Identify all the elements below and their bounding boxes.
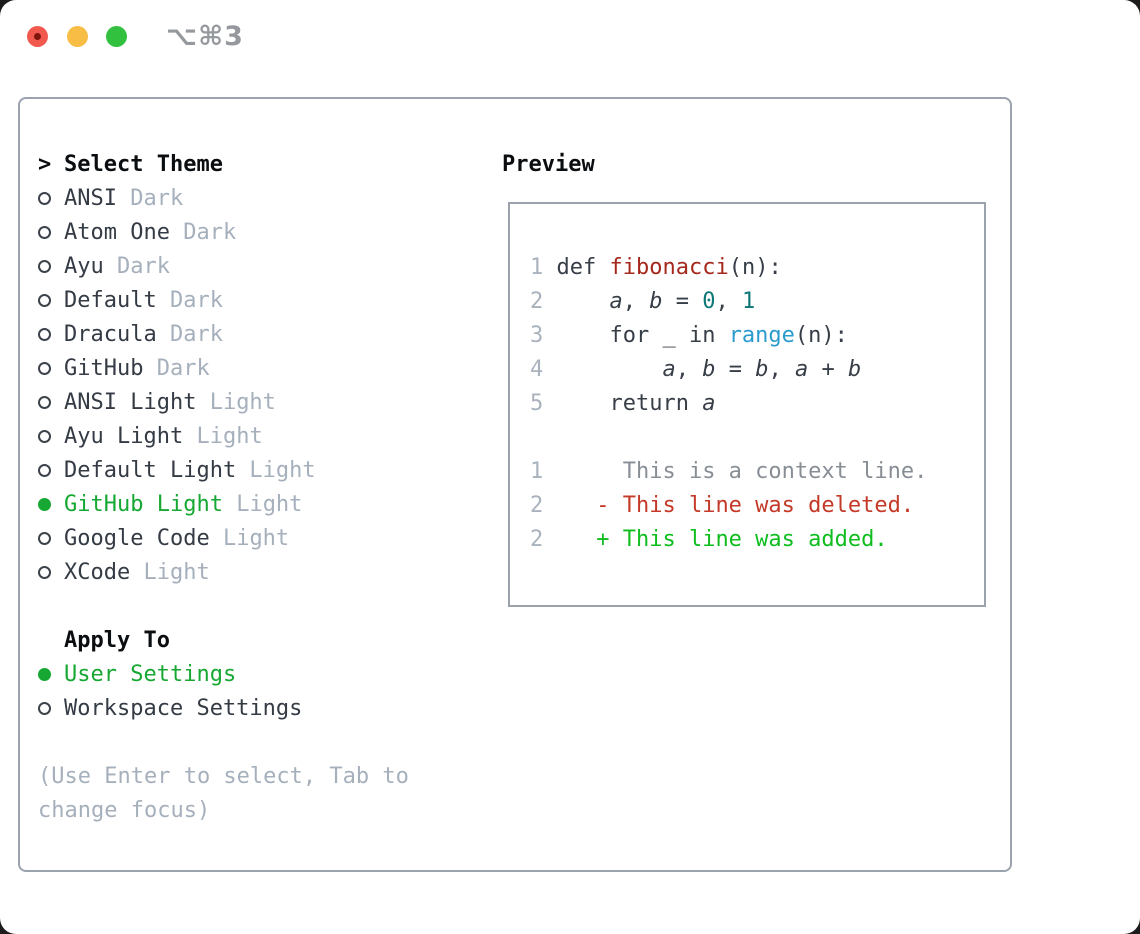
theme-option-default-light-light[interactable]: Default Light Light bbox=[38, 454, 409, 488]
theme-variant-label: Dark bbox=[143, 356, 210, 381]
preview-title: Preview bbox=[502, 152, 595, 177]
apply-option-workspace-settings[interactable]: Workspace Settings bbox=[38, 692, 409, 726]
radio-icon bbox=[38, 318, 64, 352]
radio-icon bbox=[38, 522, 64, 556]
theme-variant-label: Dark bbox=[103, 254, 170, 279]
theme-variant-label: Light bbox=[183, 424, 263, 449]
theme-variant-label: Light bbox=[209, 526, 290, 551]
theme-option-ansi-light-light[interactable]: ANSI Light Light bbox=[38, 386, 409, 420]
theme-option-xcode-light[interactable]: XCode Light bbox=[38, 556, 409, 590]
hint-line: change focus) bbox=[38, 798, 211, 823]
radio-selected-icon bbox=[38, 658, 64, 692]
theme-option-github-dark[interactable]: GitHub Dark bbox=[38, 352, 409, 386]
theme-option-label: Ayu bbox=[64, 254, 104, 279]
theme-option-atom-one-dark[interactable]: Atom One Dark bbox=[38, 216, 409, 250]
theme-variant-label: Light bbox=[196, 390, 276, 415]
focus-caret-icon: > bbox=[38, 152, 52, 177]
theme-option-label: GitHub bbox=[64, 356, 144, 381]
theme-option-label: Atom One bbox=[64, 220, 170, 245]
radio-selected-icon bbox=[38, 488, 64, 522]
preview-line: 4 a, b = b, a + b bbox=[530, 357, 862, 382]
radio-icon bbox=[38, 284, 64, 318]
line-number: 2 bbox=[530, 527, 544, 552]
theme-option-label: ANSI bbox=[64, 186, 117, 211]
line-number: 5 bbox=[530, 391, 544, 416]
theme-list-title: Select Theme bbox=[64, 152, 223, 177]
theme-variant-label: Light bbox=[236, 458, 316, 483]
preview-line: 1 This is a context line. bbox=[530, 459, 928, 484]
theme-option-ayu-dark[interactable]: Ayu Dark bbox=[38, 250, 409, 284]
radio-icon bbox=[38, 352, 64, 386]
apply-option-label: User Settings bbox=[64, 662, 237, 687]
apply-to-title: Apply To bbox=[64, 628, 170, 653]
theme-option-default-dark[interactable]: Default Dark bbox=[38, 284, 409, 318]
theme-variant-label: Dark bbox=[116, 186, 184, 211]
line-number: 2 bbox=[530, 289, 544, 314]
line-number: 2 bbox=[530, 493, 544, 518]
minimize-button[interactable] bbox=[67, 26, 88, 47]
radio-icon bbox=[38, 386, 64, 420]
close-button[interactable] bbox=[27, 26, 48, 47]
theme-variant-label: Light bbox=[130, 560, 210, 585]
radio-icon bbox=[38, 692, 64, 726]
theme-option-dracula-dark[interactable]: Dracula Dark bbox=[38, 318, 409, 352]
theme-option-github-light-light[interactable]: GitHub Light Light bbox=[38, 488, 409, 522]
line-number: 1 bbox=[530, 459, 544, 484]
line-number: 4 bbox=[530, 357, 544, 382]
preview-line: 2 + This line was added. bbox=[530, 527, 888, 552]
apply-to-header: Apply To bbox=[38, 624, 409, 658]
theme-variant-label: Dark bbox=[169, 220, 237, 245]
radio-icon bbox=[38, 454, 64, 488]
hint-text: (Use Enter to select, Tab to change focus… bbox=[38, 760, 409, 828]
preview-box: 1 def fibonacci(n): 2 a, b = 0, 1 3 for _ … bbox=[508, 202, 986, 607]
preview-line: 1 def fibonacci(n): bbox=[530, 255, 782, 280]
radio-icon bbox=[38, 420, 64, 454]
theme-option-label: ANSI Light bbox=[64, 390, 197, 415]
theme-option-label: Default bbox=[64, 288, 157, 313]
preview-line: 5 return a bbox=[530, 391, 716, 416]
preview-line: 3 for _ in range(n): bbox=[530, 323, 848, 348]
theme-option-label: Default Light bbox=[64, 458, 237, 483]
theme-list-header: > Select Theme bbox=[38, 148, 409, 182]
preview-line bbox=[530, 421, 984, 455]
theme-option-ayu-light-light[interactable]: Ayu Light Light bbox=[38, 420, 409, 454]
zoom-button[interactable] bbox=[106, 26, 127, 47]
radio-icon bbox=[38, 182, 64, 216]
theme-option-label: Ayu Light bbox=[64, 424, 184, 449]
theme-variant-label: Dark bbox=[156, 288, 223, 313]
theme-option-label: GitHub Light bbox=[64, 492, 223, 517]
theme-variant-label: Light bbox=[222, 492, 303, 517]
titlebar: ⌥⌘3 bbox=[0, 0, 1140, 70]
theme-option-label: XCode bbox=[64, 560, 131, 585]
radio-icon bbox=[38, 216, 64, 250]
window-title-shortcut: ⌥⌘3 bbox=[166, 21, 244, 52]
hint-line: (Use Enter to select, Tab to bbox=[38, 764, 409, 789]
apply-option-user-settings[interactable]: User Settings bbox=[38, 658, 409, 692]
spacer bbox=[38, 726, 409, 760]
preview-line: 2 a, b = 0, 1 bbox=[530, 289, 756, 314]
preview-code: 1 def fibonacci(n): 2 a, b = 0, 1 3 for _ … bbox=[530, 251, 984, 557]
theme-variant-label: Dark bbox=[156, 322, 223, 347]
preview-line: 2 - This line was deleted. bbox=[530, 493, 915, 518]
line-number: 3 bbox=[530, 323, 544, 348]
apply-option-label: Workspace Settings bbox=[64, 696, 303, 721]
spacer bbox=[38, 590, 409, 624]
radio-icon bbox=[38, 250, 64, 284]
theme-option-google-code-light[interactable]: Google Code Light bbox=[38, 522, 409, 556]
theme-option-ansi-dark[interactable]: ANSI Dark bbox=[38, 182, 409, 216]
line-number: 1 bbox=[530, 255, 544, 280]
theme-option-label: Google Code bbox=[64, 526, 210, 551]
radio-icon bbox=[38, 556, 64, 590]
theme-option-label: Dracula bbox=[64, 322, 157, 347]
